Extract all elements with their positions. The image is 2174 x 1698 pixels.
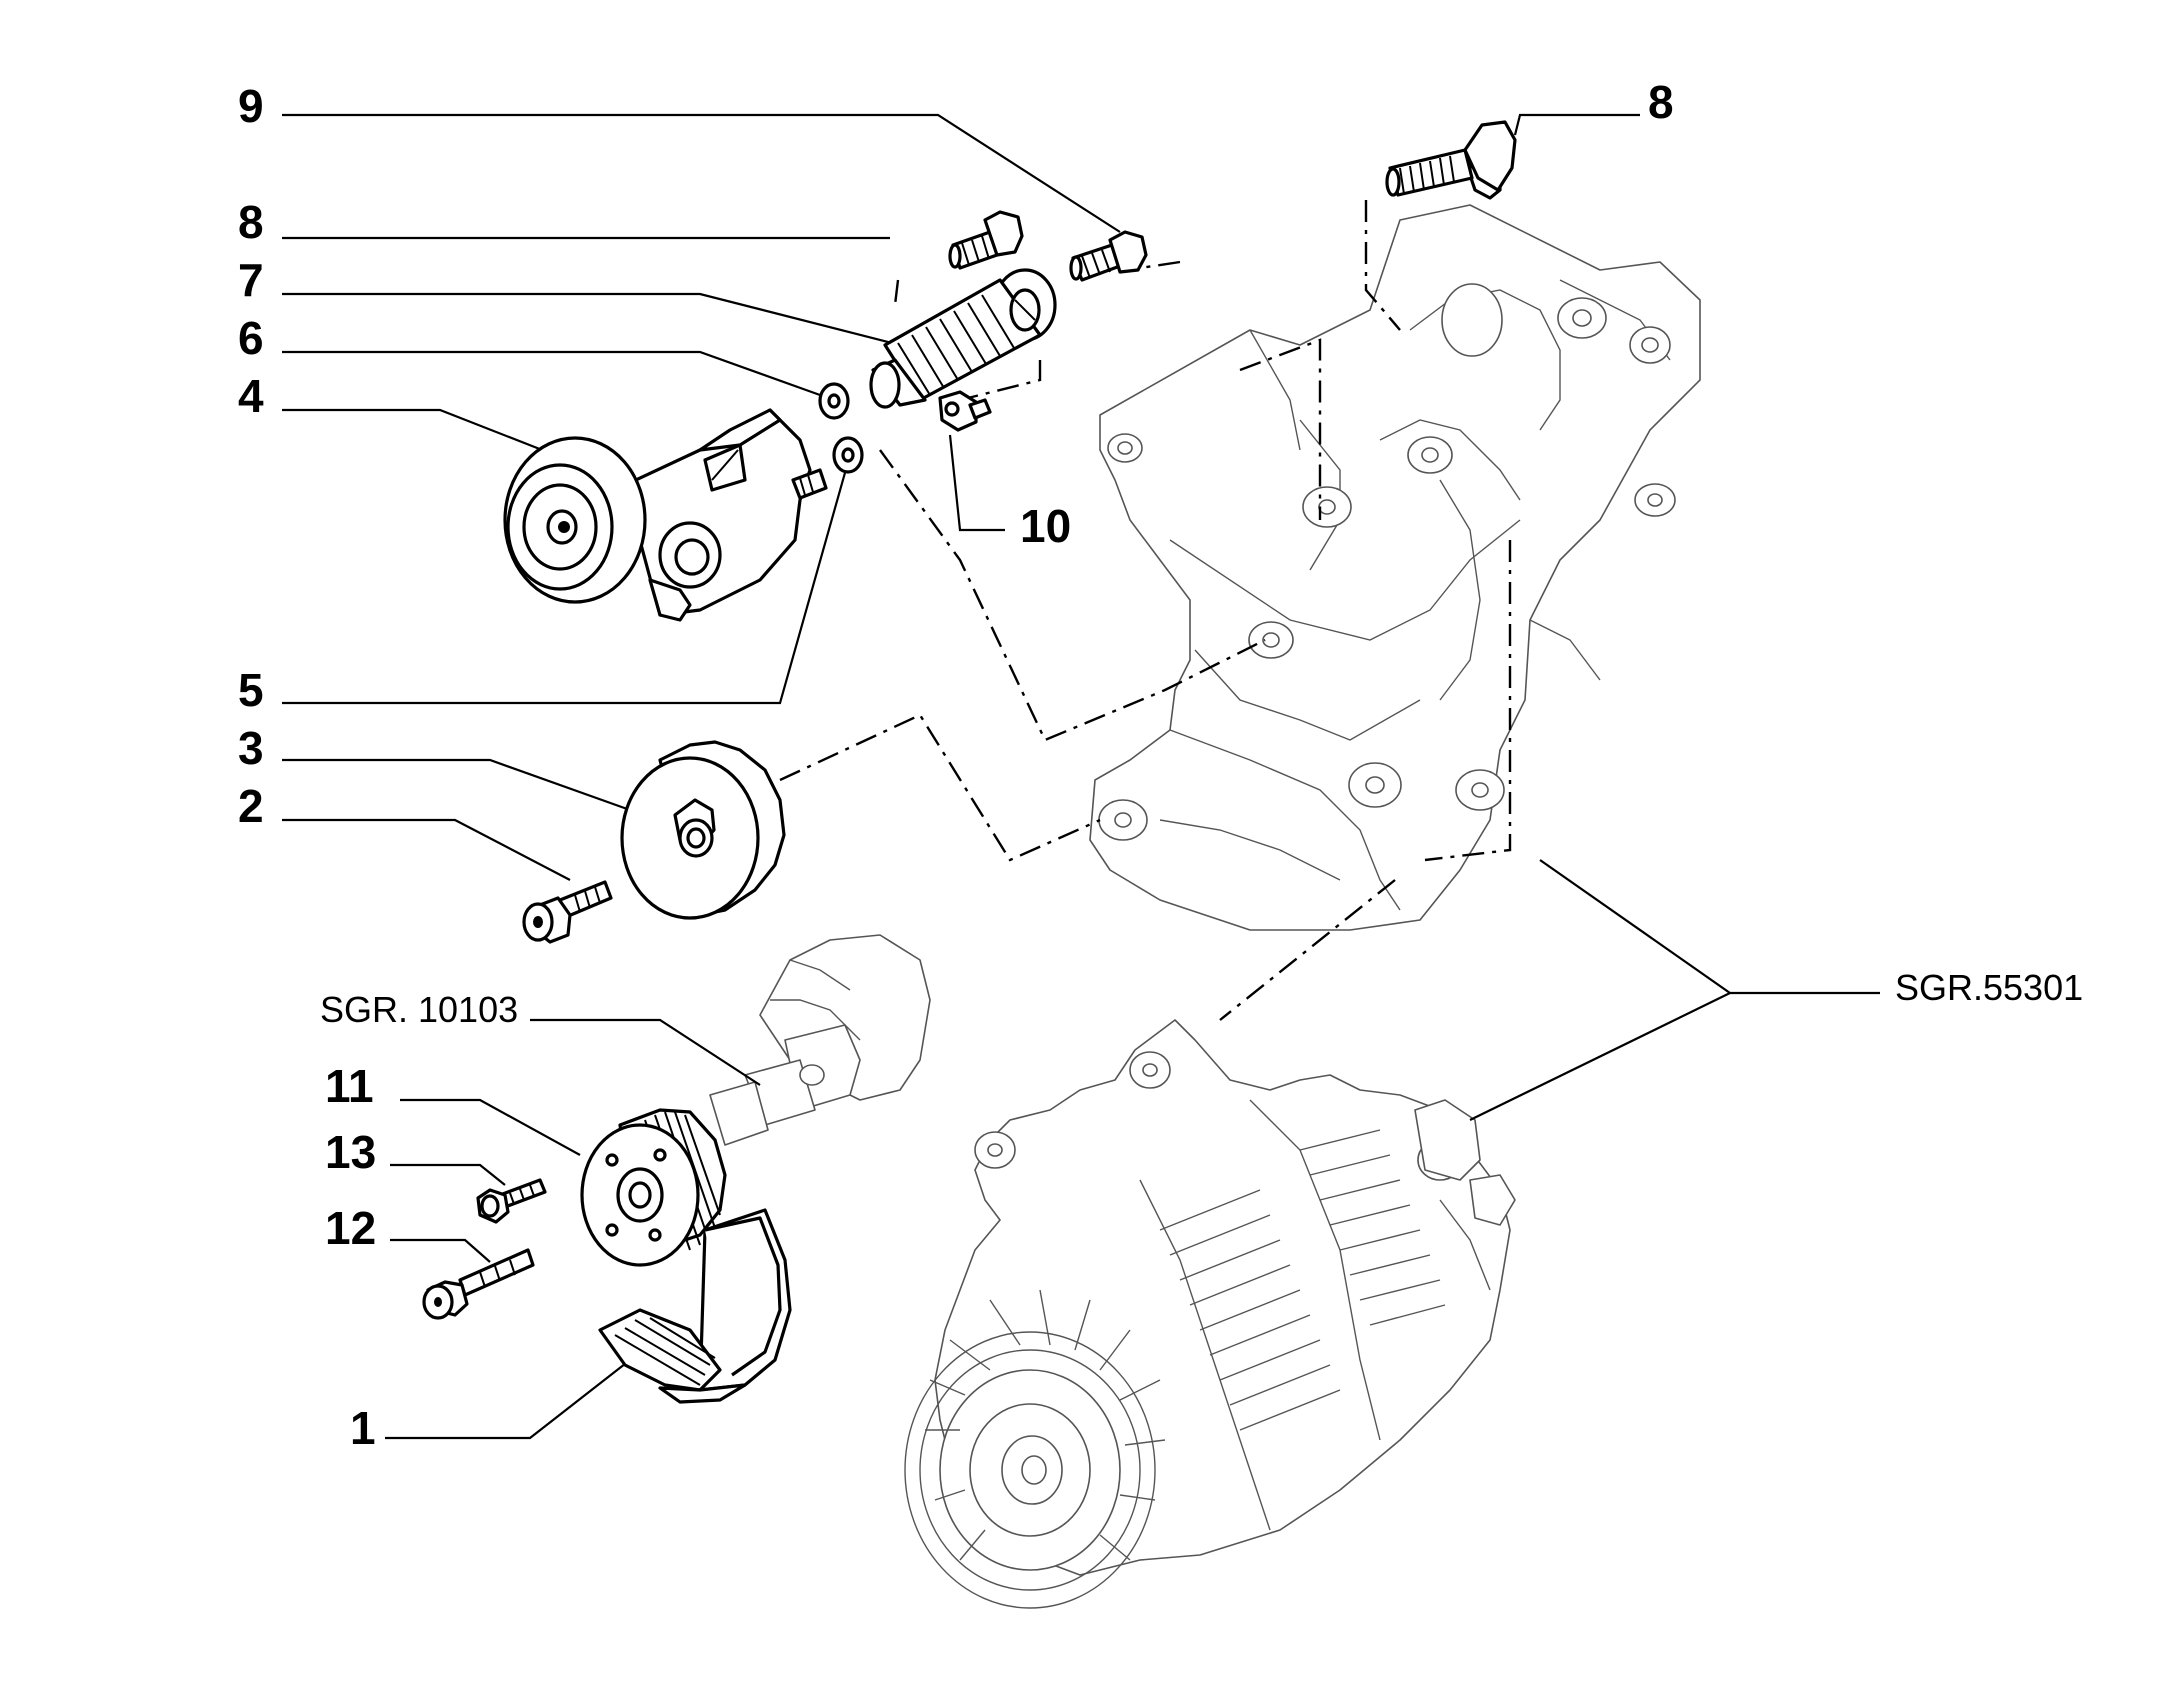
part-10-nut bbox=[938, 390, 992, 432]
callout-5: 5 bbox=[238, 664, 264, 716]
leader-11 bbox=[400, 1098, 581, 1156]
part-4-tensioner bbox=[503, 408, 828, 622]
part-5-washer bbox=[832, 436, 864, 474]
leader-crankshaft-ref bbox=[530, 1018, 761, 1086]
alignment-lines bbox=[779, 200, 1512, 1021]
part-12-bolt bbox=[422, 1248, 535, 1320]
callout-1: 1 bbox=[350, 1402, 376, 1454]
callout-3: 3 bbox=[238, 722, 264, 774]
part-1-belt bbox=[598, 1208, 792, 1404]
leader-alternator-ref bbox=[1469, 859, 1880, 1121]
part-6-washer bbox=[818, 382, 850, 420]
dash-washer-bracket bbox=[879, 449, 1266, 742]
ref-crankshaft-group: SGR. 10103 bbox=[320, 989, 518, 1030]
mounting-bracket bbox=[1089, 204, 1701, 931]
leader-10 bbox=[948, 434, 1005, 532]
part-11-grooved-pulley bbox=[580, 1108, 727, 1267]
leader-3 bbox=[282, 758, 631, 812]
crankshaft-end bbox=[709, 934, 931, 1146]
dash-bolt8-bracket bbox=[1364, 200, 1401, 331]
callout-2: 2 bbox=[238, 780, 264, 832]
leader-1 bbox=[385, 1359, 631, 1440]
dash-tensioner-bracket bbox=[1239, 338, 1322, 520]
part-13-bolt bbox=[476, 1178, 547, 1224]
dash-bolt9-bracket bbox=[1139, 260, 1181, 270]
leader-4 bbox=[282, 408, 556, 457]
callout-11: 11 bbox=[325, 1060, 374, 1112]
callout-12: 12 bbox=[325, 1202, 376, 1254]
dash-bracket-right-vertical bbox=[1424, 540, 1512, 862]
part-8-left-bolt bbox=[948, 210, 1024, 270]
alternator bbox=[904, 1019, 1516, 1609]
leader-6 bbox=[282, 350, 821, 397]
callout-10: 10 bbox=[1020, 500, 1071, 552]
dash-bracket-alternator bbox=[1219, 879, 1396, 1021]
leader-lines bbox=[282, 113, 1880, 1440]
callout-7: 7 bbox=[238, 254, 264, 306]
callout-labels: 9 8 7 6 4 10 8 5 3 2 11 13 12 1 SGR. 101… bbox=[238, 76, 2083, 1454]
leader-9 bbox=[282, 113, 1121, 233]
callout-4: 4 bbox=[238, 370, 264, 422]
leader-5 bbox=[282, 454, 852, 705]
ref-alternator-group: SGR.55301 bbox=[1895, 967, 2083, 1008]
leader-13 bbox=[390, 1163, 506, 1186]
leader-12 bbox=[390, 1238, 491, 1263]
callout-8-left: 8 bbox=[238, 196, 264, 248]
callout-13: 13 bbox=[325, 1126, 376, 1178]
callout-8-right: 8 bbox=[1648, 76, 1674, 128]
dash-spring-nut bbox=[959, 360, 1042, 402]
part-2-bolt bbox=[522, 880, 613, 944]
callout-9: 9 bbox=[238, 80, 264, 132]
part-8-right-bolt bbox=[1385, 120, 1517, 200]
leader-2 bbox=[282, 818, 571, 881]
part-3-idler-pulley bbox=[620, 740, 786, 920]
callout-6: 6 bbox=[238, 312, 264, 364]
leader-8-right bbox=[1513, 113, 1640, 136]
leader-7 bbox=[282, 292, 901, 347]
dash-bolt8-tensioner bbox=[893, 279, 900, 306]
part-9-bolt bbox=[1069, 230, 1148, 282]
part-7-spring-damper bbox=[869, 268, 1057, 409]
